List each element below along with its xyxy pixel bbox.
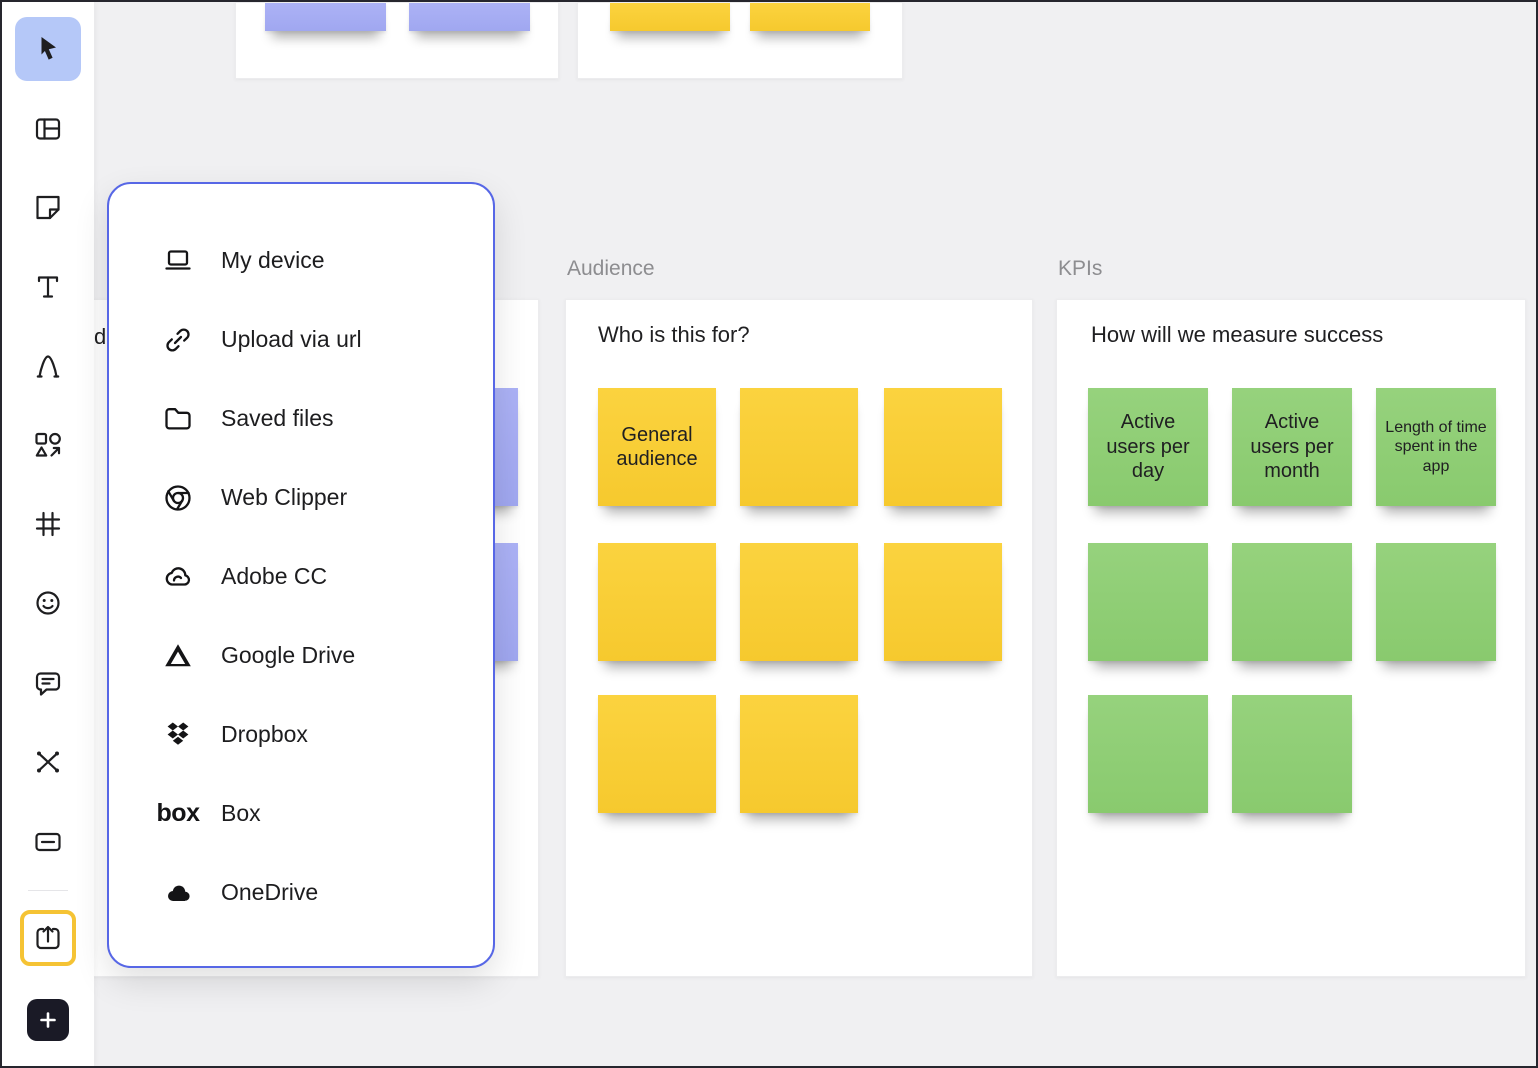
tool-frame[interactable] [24,500,72,548]
menu-item-label: Adobe CC [221,563,327,590]
frame-heading: How will we measure success [1091,322,1383,348]
sticky-note-icon [32,192,64,224]
sticky-note[interactable] [409,3,530,31]
frame-icon [32,508,64,540]
menu-item-label: Upload via url [221,326,362,353]
sticky-note[interactable] [1232,543,1352,661]
menu-item-label: Dropbox [221,721,308,748]
menu-item-dropbox[interactable]: Dropbox [109,695,493,774]
text-icon [32,271,64,303]
shapes-icon [32,429,64,461]
menu-item-label: My device [221,247,325,274]
connector-icon [32,746,64,778]
occluded-frame-heading-fragment: d [94,324,106,350]
toolbar-divider [28,890,68,891]
cursor-icon [32,33,64,65]
menu-item-label: Box [221,800,261,827]
menu-item-google-drive[interactable]: Google Drive [109,616,493,695]
tools-sidebar [2,2,94,1066]
sticky-note[interactable] [598,695,716,813]
chrome-icon [159,479,197,517]
menu-item-label: OneDrive [221,879,318,906]
tool-pen[interactable] [24,342,72,390]
tool-comment[interactable] [24,660,72,708]
partial-frame-top-right[interactable] [577,2,903,79]
sticky-note[interactable] [598,543,716,661]
dropbox-icon [159,716,197,754]
sticky-note[interactable]: Length of time spent in the app [1376,388,1496,506]
menu-item-onedrive[interactable]: OneDrive [109,853,493,932]
sticky-note[interactable] [610,3,730,31]
sticky-note[interactable] [884,543,1002,661]
sticky-note[interactable] [740,695,858,813]
card-icon [32,826,64,858]
upload-menu: My device Upload via url Saved files Web… [107,182,495,968]
sticky-note[interactable]: Active users per month [1232,388,1352,506]
note-text: Active users per day [1096,410,1200,483]
frame-title-audience[interactable]: Audience [567,257,655,281]
laptop-icon [159,242,197,280]
menu-item-label: Saved files [221,405,334,432]
plus-icon [32,1004,64,1036]
box-wordmark-icon: box [159,795,197,833]
comment-icon [32,668,64,700]
onedrive-icon [159,874,197,912]
tool-card[interactable] [24,818,72,866]
tool-shapes[interactable] [24,421,72,469]
frame-kpis[interactable]: How will we measure success Active users… [1056,299,1526,977]
folder-icon [159,400,197,438]
tool-templates[interactable] [24,105,72,153]
tool-connector[interactable] [24,738,72,786]
menu-item-box[interactable]: box Box [109,774,493,853]
link-icon [159,321,197,359]
sticky-note[interactable] [1088,543,1208,661]
templates-icon [32,113,64,145]
frame-audience[interactable]: Who is this for? General audience [565,299,1033,977]
menu-item-label: Google Drive [221,642,355,669]
upload-icon [32,922,64,954]
box-wordmark-text: box [157,799,200,828]
menu-item-saved-files[interactable]: Saved files [109,379,493,458]
smiley-sticker-icon [32,587,64,619]
tool-sticky-note[interactable] [24,184,72,232]
sticky-note[interactable] [740,543,858,661]
menu-item-upload-via-url[interactable]: Upload via url [109,300,493,379]
sticky-note[interactable] [1376,543,1496,661]
tool-text[interactable] [24,263,72,311]
tool-sticker[interactable] [24,579,72,627]
sticky-note[interactable]: Active users per day [1088,388,1208,506]
menu-item-label: Web Clipper [221,484,347,511]
partial-frame-top-left[interactable] [235,2,559,79]
frame-title-kpis[interactable]: KPIs [1058,257,1102,281]
pen-icon [32,350,64,382]
google-drive-icon [159,637,197,675]
sticky-note[interactable] [265,3,386,31]
adobe-cc-icon [159,558,197,596]
note-text: Active users per month [1240,410,1344,483]
menu-item-web-clipper[interactable]: Web Clipper [109,458,493,537]
sticky-note[interactable] [740,388,858,506]
menu-item-adobe-cc[interactable]: Adobe CC [109,537,493,616]
tool-upload[interactable] [20,910,76,966]
menu-item-my-device[interactable]: My device [109,221,493,300]
sticky-note[interactable] [1232,695,1352,813]
frame-heading: Who is this for? [598,322,750,348]
sticky-note[interactable] [750,3,870,31]
more-apps-button[interactable] [27,999,69,1041]
sticky-note[interactable] [1088,695,1208,813]
sticky-note[interactable] [884,388,1002,506]
note-text: General audience [606,423,708,472]
tool-select[interactable] [15,17,81,81]
sticky-note[interactable]: General audience [598,388,716,506]
note-text: Length of time spent in the app [1384,418,1488,477]
